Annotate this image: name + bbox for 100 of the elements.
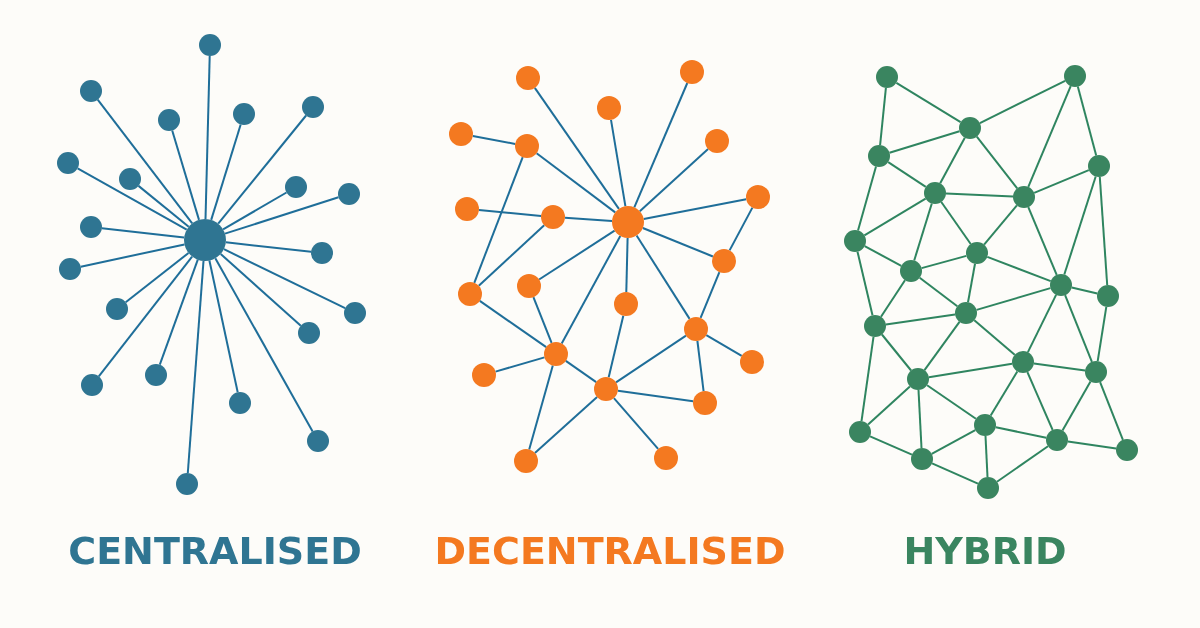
connector-line (473, 156, 524, 284)
connector-line (978, 79, 1067, 125)
connector-line (1032, 362, 1087, 372)
network-node (680, 60, 704, 84)
connector-line (100, 227, 186, 239)
connector-line (528, 364, 554, 451)
network-node (298, 322, 320, 344)
network-node (907, 368, 929, 390)
network-node (80, 80, 102, 102)
network-node (911, 448, 933, 470)
connector-line (219, 253, 302, 327)
network-node (1064, 65, 1086, 87)
connector-line (222, 191, 288, 231)
connector-line (615, 334, 687, 384)
connector-line (1026, 293, 1058, 354)
connector-line (186, 259, 205, 474)
panel-title: HYBRID (903, 528, 1067, 574)
connector-line (1026, 371, 1054, 431)
network-node (199, 34, 221, 56)
network-node (654, 446, 678, 470)
network-node (458, 282, 482, 306)
connector-line (1070, 286, 1099, 295)
connector-line (79, 243, 186, 268)
connector-line (945, 192, 1014, 198)
connector-line (880, 333, 913, 372)
connector-line (983, 204, 1018, 246)
connector-line (1098, 176, 1109, 286)
connector-line (642, 198, 748, 220)
network-node (1097, 285, 1119, 307)
connector-line (930, 429, 977, 455)
connector-line (222, 248, 347, 310)
network-node (59, 258, 81, 280)
connector-line (224, 241, 313, 253)
network-node (517, 274, 541, 298)
connector-line (863, 245, 903, 267)
network-node (106, 298, 128, 320)
connector-line (560, 235, 622, 345)
network-node (746, 185, 770, 209)
connector-line (867, 385, 911, 426)
connector-line (996, 445, 1049, 483)
connector-line (973, 319, 1016, 356)
connector-line (917, 389, 923, 449)
network-node (57, 152, 79, 174)
connector-line (625, 237, 629, 293)
network-node (1013, 186, 1035, 208)
panel-title: DECENTRALISED (434, 528, 786, 574)
connector-line (1064, 294, 1093, 363)
connector-line (612, 397, 660, 450)
connector-line (940, 201, 972, 245)
network-node (705, 129, 729, 153)
network-node (472, 363, 496, 387)
network-node (119, 168, 141, 190)
connector-line (895, 81, 962, 124)
network-node (868, 145, 890, 167)
connector-line (533, 396, 599, 454)
connector-line (913, 202, 933, 262)
connector-line (879, 86, 887, 147)
network-node (233, 103, 255, 125)
network-node (184, 219, 226, 261)
network-node (924, 182, 946, 204)
connector-line (1076, 85, 1098, 157)
connector-line (1063, 175, 1097, 276)
connector-line (1033, 169, 1090, 194)
network-node (158, 109, 180, 131)
network-node (81, 374, 103, 396)
network-node (229, 392, 251, 414)
connector-line (494, 356, 546, 373)
connector-line (533, 86, 620, 210)
network-node (614, 292, 638, 316)
connector-line (641, 227, 714, 258)
connector-line (887, 161, 927, 188)
connector-line (616, 389, 695, 403)
network-node (1012, 351, 1034, 373)
connector-line (1099, 381, 1124, 441)
connector-line (939, 136, 966, 185)
network-node (597, 96, 621, 120)
connector-line (699, 271, 721, 319)
connector-line (124, 252, 190, 304)
connector-line (1061, 380, 1092, 432)
connector-line (214, 257, 314, 433)
network-node (1088, 155, 1110, 177)
connector-line (696, 339, 705, 393)
connector-line (210, 123, 242, 221)
network-node (712, 249, 736, 273)
connector-line (471, 135, 517, 145)
network-node (977, 477, 999, 499)
connector-line (1027, 85, 1072, 188)
network-node (966, 242, 988, 264)
connector-line (926, 384, 977, 420)
connector-line (607, 314, 625, 379)
connector-line (989, 370, 1019, 417)
connector-line (217, 114, 308, 225)
connector-line (638, 148, 710, 213)
network-node (145, 364, 167, 386)
network-node (1050, 274, 1072, 296)
network-node (307, 430, 329, 452)
connector-line (918, 276, 959, 308)
network-node (344, 302, 366, 324)
connector-line (564, 359, 598, 384)
connector-line (984, 435, 989, 478)
